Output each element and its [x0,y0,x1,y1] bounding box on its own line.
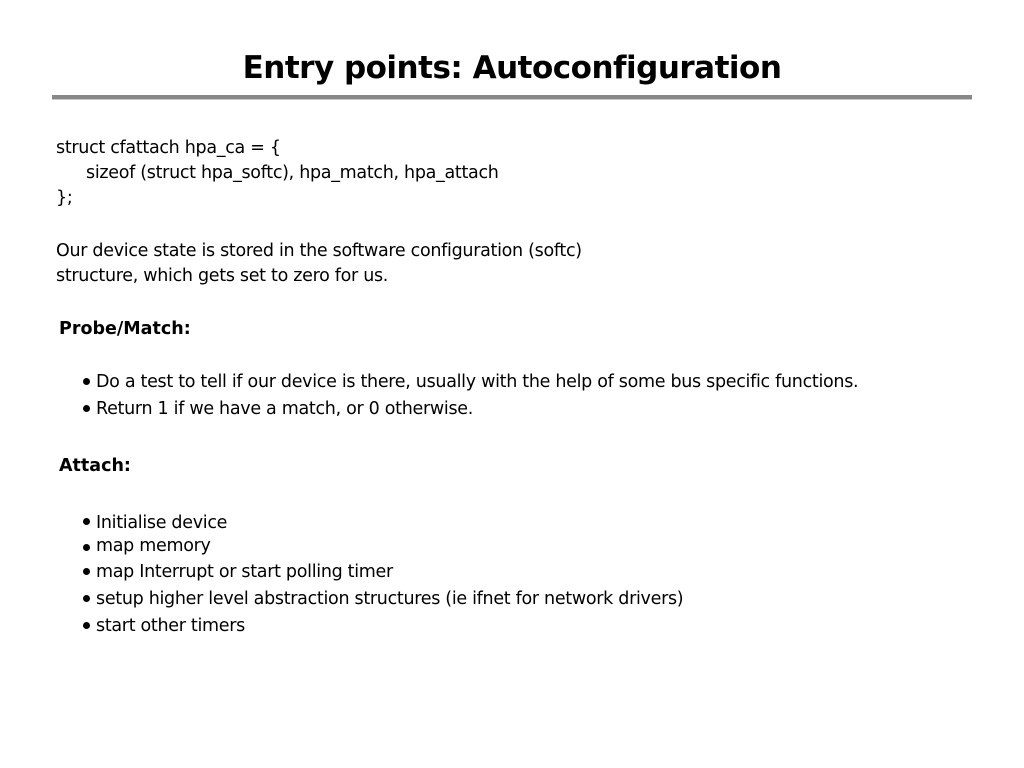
code-line-3: }; [56,188,73,208]
code-line-1: struct cfattach hpa_ca = { [56,138,281,158]
attach-item-4: setup higher level abstraction structure… [96,589,684,609]
description-line-2: structure, which gets set to zero for us… [56,266,389,286]
code-line-2: sizeof (struct hpa_softc), hpa_match, hp… [86,163,499,183]
probe-match-item-2: Return 1 if we have a match, or 0 otherw… [96,399,474,419]
title-divider [52,95,972,100]
slide-title: Entry points: Autoconfiguration [242,50,782,86]
bullet-icon [83,378,90,385]
bullet-icon [83,405,90,412]
description-line-1: Our device state is stored in the softwa… [56,241,582,261]
bullet-icon [83,622,90,629]
attach-item-3: map Interrupt or start polling timer [96,562,393,582]
attach-item-2: map memory [96,536,211,556]
probe-match-item-1: Do a test to tell if our device is there… [96,372,859,392]
probe-match-heading: Probe/Match: [59,319,191,339]
bullet-icon [83,595,90,602]
bullet-icon [83,568,90,575]
bullet-icon [83,544,90,551]
attach-heading: Attach: [59,456,131,476]
attach-item-1: Initialise device [96,513,228,533]
bullet-icon [83,518,90,525]
attach-item-5: start other timers [96,616,245,636]
